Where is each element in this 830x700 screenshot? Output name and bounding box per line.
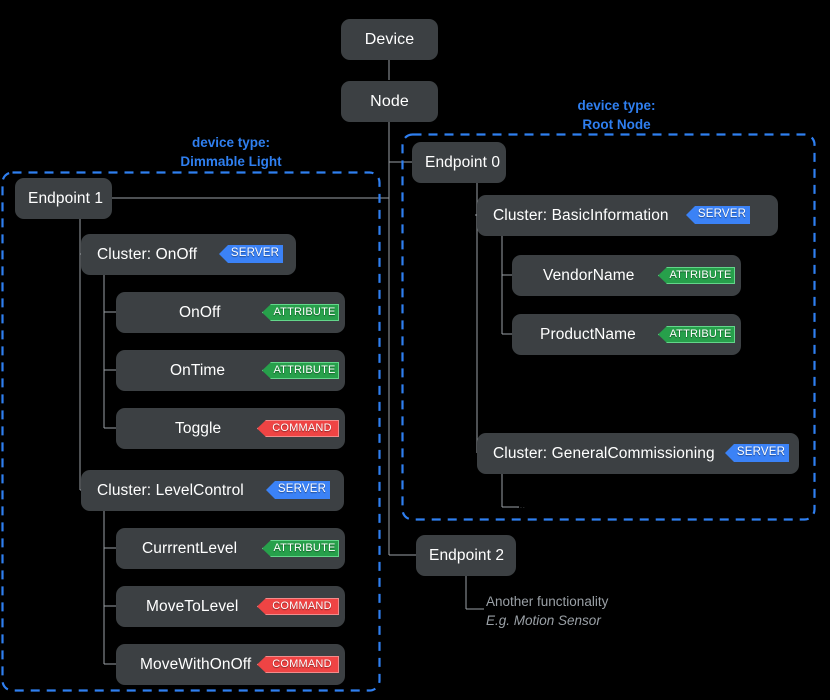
devtype-caption-line1: device type: — [191, 135, 271, 150]
badge-attribute: ATTRIBUTE — [262, 304, 339, 321]
devtype-caption-line1: device type: — [577, 98, 656, 113]
devtype-caption-line2: Root Node — [582, 117, 651, 132]
node-cluster-generalcommissioning[interactable]: Cluster: GeneralCommissioning SERVER — [477, 433, 799, 474]
node-cluster-basicinformation[interactable]: Cluster: BasicInformation SERVER — [477, 195, 778, 236]
node-attribute-vendorname-label: VendorName — [543, 266, 635, 284]
node-attribute-ontime-label: OnTime — [170, 361, 226, 379]
node-attribute-onoff-label: OnOff — [179, 303, 221, 321]
node-endpoint-2[interactable]: Endpoint 2 — [416, 535, 516, 576]
devtype-caption-line2: Dimmable Light — [180, 154, 282, 169]
badge-attribute: ATTRIBUTE — [658, 267, 735, 284]
node-attribute-onoff[interactable]: OnOff ATTRIBUTE — [116, 292, 345, 333]
node-endpoint-0-label: Endpoint 0 — [425, 153, 501, 171]
node-attribute-productname[interactable]: ProductName ATTRIBUTE — [512, 314, 741, 355]
node-attribute-ontime[interactable]: OnTime ATTRIBUTE — [116, 350, 345, 391]
node-endpoint-0[interactable]: Endpoint 0 — [412, 142, 506, 183]
node-attribute-currrentlevel[interactable]: CurrrentLevel ATTRIBUTE — [116, 528, 345, 569]
node-attribute-currrentlevel-label: CurrrentLevel — [142, 539, 238, 557]
node-cluster-basicinformation-label: Cluster: BasicInformation — [493, 206, 669, 224]
badge-command: COMMAND — [257, 420, 339, 437]
badge-server: SERVER — [219, 245, 283, 263]
badge-command: COMMAND — [257, 656, 339, 673]
node-command-movetolevel-label: MoveToLevel — [146, 597, 239, 615]
node-cluster-levelcontrol[interactable]: Cluster: LevelControl SERVER — [81, 470, 344, 511]
node-command-movetolevel[interactable]: MoveToLevel COMMAND — [116, 586, 345, 627]
node-command-toggle[interactable]: Toggle COMMAND — [116, 408, 345, 449]
endpoint2-note-line1: Another functionality — [486, 594, 609, 609]
generalcommissioning-ellipsis: ... — [517, 503, 526, 510]
badge-server: SERVER — [725, 444, 789, 462]
badge-server: SERVER — [686, 206, 750, 224]
node-cluster-levelcontrol-label: Cluster: LevelControl — [97, 481, 244, 499]
badge-attribute: ATTRIBUTE — [262, 362, 339, 379]
node-endpoint-2-label: Endpoint 2 — [429, 546, 505, 564]
node-device[interactable]: Device — [341, 19, 438, 60]
node-cluster-generalcommissioning-label: Cluster: GeneralCommissioning — [493, 444, 715, 462]
node-cluster-onoff-label: Cluster: OnOff — [97, 245, 198, 263]
node-command-toggle-label: Toggle — [175, 419, 222, 437]
badge-server: SERVER — [266, 481, 330, 499]
node-command-movewithonoff[interactable]: MoveWithOnOff COMMAND — [116, 644, 345, 685]
devtype-caption-root-node: device type: Root Node — [490, 96, 743, 134]
endpoint2-note: Another functionality E.g. Motion Sensor — [486, 592, 608, 630]
badge-attribute: ATTRIBUTE — [658, 326, 735, 343]
devtype-caption-dimmable-light: device type: Dimmable Light — [100, 133, 362, 171]
node-cluster-onoff[interactable]: Cluster: OnOff SERVER — [81, 234, 296, 275]
badge-command: COMMAND — [257, 598, 339, 615]
node-attribute-vendorname[interactable]: VendorName ATTRIBUTE — [512, 255, 741, 296]
endpoint2-note-line2: E.g. Motion Sensor — [486, 613, 601, 628]
node-node[interactable]: Node — [341, 81, 438, 122]
node-attribute-productname-label: ProductName — [540, 325, 636, 343]
node-node-label: Node — [370, 92, 409, 110]
node-command-movewithonoff-label: MoveWithOnOff — [140, 655, 252, 673]
badge-attribute: ATTRIBUTE — [262, 540, 339, 557]
node-device-label: Device — [364, 30, 415, 48]
node-endpoint-1-label: Endpoint 1 — [28, 189, 104, 207]
node-endpoint-1[interactable]: Endpoint 1 — [15, 178, 112, 219]
